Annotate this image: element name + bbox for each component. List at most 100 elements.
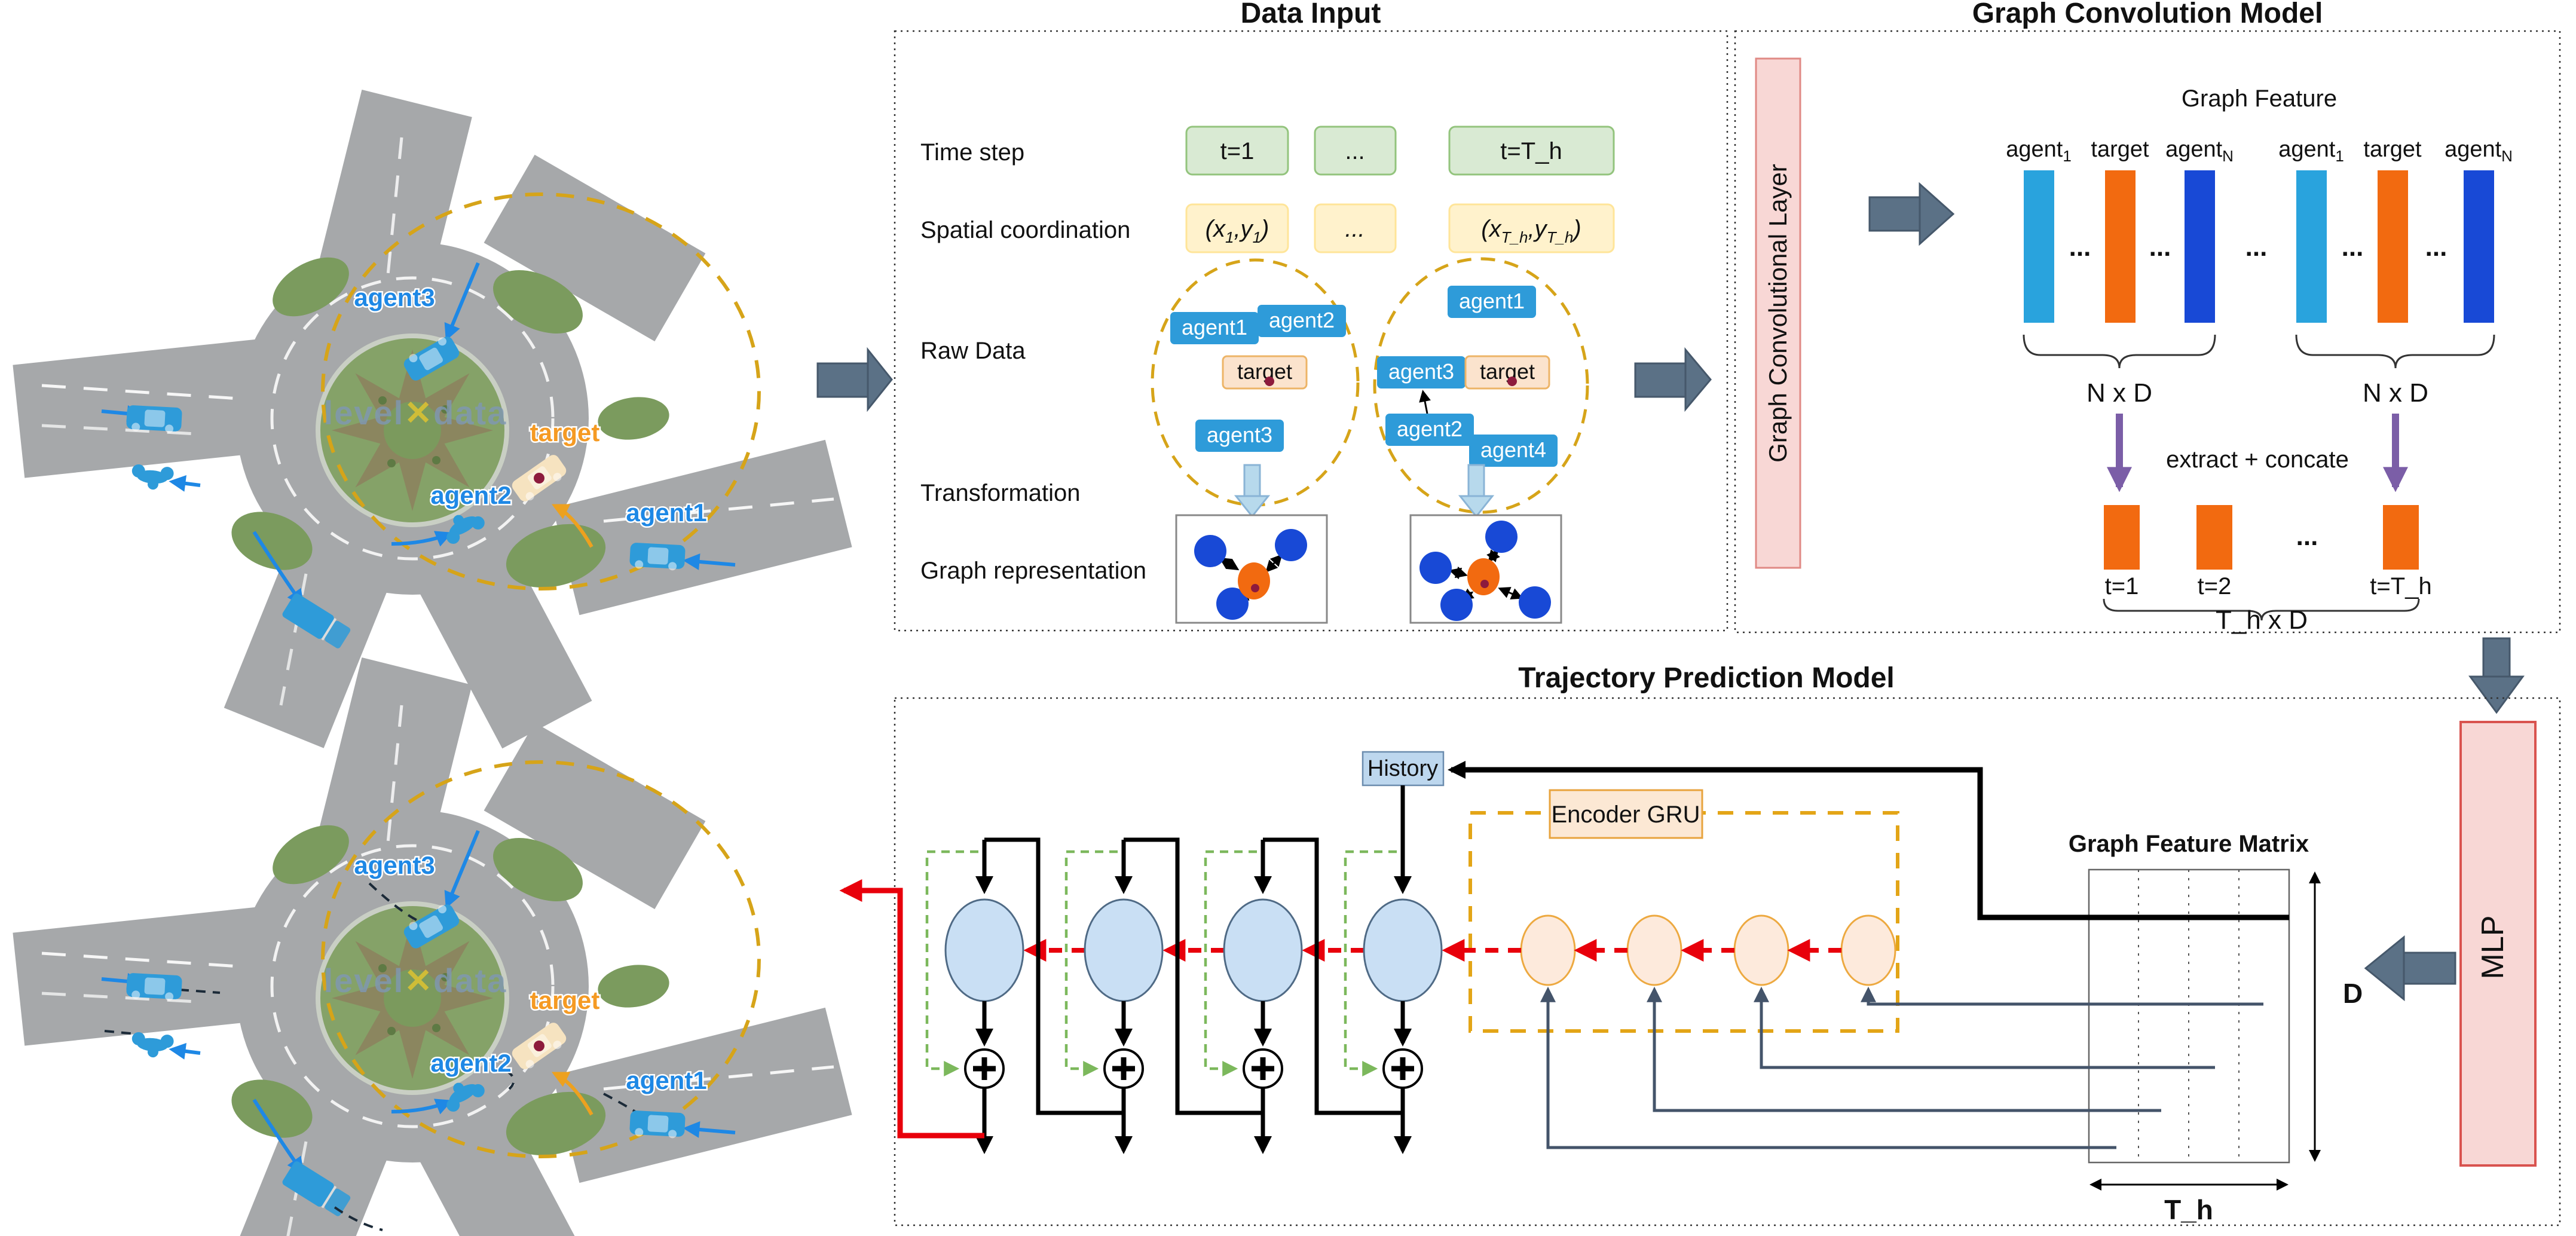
- decoder-cell-1: [1363, 898, 1443, 1002]
- prediction-output-arrow: [839, 879, 984, 1139]
- agent1-car: [629, 542, 686, 571]
- bar-dots-3: ...: [2245, 232, 2268, 262]
- decoder-cell-4: [944, 898, 1024, 1002]
- matrix-to-encoder-lines: [1540, 986, 2263, 1149]
- bar-label-agent1-b: agent1: [2278, 137, 2344, 165]
- bar-label-agentN-b: agentN: [2445, 137, 2513, 165]
- encoder-gru-box: [1549, 789, 1703, 839]
- tbar-n: [2383, 505, 2419, 570]
- time-box-t1: t=1: [1220, 138, 1255, 164]
- decoder: [925, 837, 1443, 1154]
- chip-agent3: agent3: [1207, 423, 1272, 447]
- encoder-cell-2: [1626, 914, 1682, 986]
- neighborhood-ellipse: [321, 192, 761, 591]
- tpm-title: Trajectory Prediction Model: [1518, 662, 1894, 694]
- bar-label-target: target: [2091, 137, 2149, 162]
- bar-agentN: [2185, 170, 2215, 323]
- bar-label-agent1: agent1: [2006, 137, 2072, 165]
- encoder-cell-4: [1840, 914, 1896, 986]
- extract-concate-label: extract + concate: [2166, 446, 2349, 473]
- time-box-tn: t=T_h: [1500, 138, 1562, 164]
- bar-dots-5: ...: [2425, 232, 2447, 262]
- scene-observed: level✕data agent3 target agent1 agent2: [13, 90, 852, 748]
- gcm-arrow: [1868, 182, 1955, 246]
- graph-box-t1: [1175, 514, 1328, 624]
- encoder-gru-frame: [1468, 811, 1899, 1033]
- background-motorcycle: [130, 464, 175, 491]
- chip-agent1: agent1: [1182, 315, 1247, 339]
- bar-dots-4: ...: [2342, 232, 2364, 262]
- background-car: [126, 405, 182, 434]
- neighborhood-ellipse-2: [321, 760, 761, 1158]
- target-label-pred: target: [530, 986, 600, 1014]
- chip-target-b: target: [1480, 359, 1535, 384]
- target-label: target: [530, 418, 600, 446]
- bar-label-agentN: agentN: [2165, 137, 2234, 165]
- matrix-title: Graph Feature Matrix: [2069, 831, 2309, 857]
- agent2-label-pred: agent2: [430, 1049, 511, 1077]
- chip-agent3-b: agent3: [1388, 359, 1454, 384]
- nxd-1: N x D: [2087, 378, 2152, 408]
- data-input-title: Data Input: [1241, 0, 1381, 29]
- bar-agent1: [2024, 170, 2054, 323]
- background-car-pred: [126, 972, 182, 1002]
- mlp-label: MLP: [2476, 916, 2510, 980]
- graph-box-tn: [1409, 514, 1562, 624]
- chip-agent2: agent2: [1269, 308, 1335, 332]
- watermark-2: level✕data: [324, 962, 507, 999]
- tbar-dots: ...: [2296, 522, 2318, 551]
- decoder-cell-3: [1084, 898, 1164, 1002]
- flow-arrow-scene-to-input: [816, 347, 893, 412]
- coord-box-n: (xT_h,yT_h): [1481, 216, 1581, 246]
- scene-predicted: level✕data agent3 target agent1 agent2: [13, 657, 852, 1236]
- gcm-panel: Graph Convolution Model Graph Convolutio…: [1734, 0, 2561, 635]
- row-graph-representation: Graph representation: [920, 558, 1146, 584]
- tbar-1: [2104, 505, 2140, 570]
- thd-label: T_h x D: [2216, 605, 2308, 635]
- decoder-cell-2: [1223, 898, 1303, 1002]
- row-transformation: Transformation: [920, 480, 1081, 506]
- encoder-cell-1: [1520, 914, 1576, 986]
- agent3-label-pred: agent3: [354, 851, 435, 879]
- tbar-label-2: t=2: [2198, 573, 2232, 599]
- chip-target: target: [1237, 359, 1292, 384]
- bar-target: [2105, 170, 2136, 323]
- watermark: level✕data: [324, 394, 507, 432]
- history-label: History: [1367, 756, 1438, 781]
- gcl-box: [1755, 57, 1801, 569]
- flow-arrow-mlp-to-matrix: [2364, 935, 2456, 1002]
- tbar-label-1: t=1: [2105, 573, 2139, 599]
- bar-agentN-b: [2464, 170, 2494, 323]
- row-raw-data: Raw Data: [920, 338, 1026, 364]
- flow-arrow-gcm-to-mlp: [2468, 637, 2525, 714]
- coord-box-1: (x1,y1): [1206, 216, 1269, 246]
- mlp-box: [2459, 721, 2537, 1167]
- encoder-gru-label: Encoder GRU: [1552, 801, 1700, 828]
- target-dot: [534, 473, 544, 484]
- history-feed-line: [1448, 761, 2289, 920]
- tpm-panel: Trajectory Prediction Model MLP Graph Fe…: [839, 662, 2561, 1226]
- agent1-car-pred: [629, 1110, 686, 1139]
- transform-arrow-1: [1234, 464, 1271, 518]
- bar-dots-1: ...: [2069, 232, 2091, 262]
- flow-arrow-input-to-gcm: [1634, 347, 1712, 412]
- tbar-label-n: t=T_h: [2370, 573, 2431, 599]
- background-motorcycle-pred: [130, 1032, 175, 1059]
- transform-arrow-2: [1458, 464, 1495, 518]
- bar-label-target-b: target: [2363, 137, 2422, 162]
- row-time-step: Time step: [920, 139, 1024, 166]
- gcl-label: Graph Convolutional Layer: [1764, 164, 1792, 463]
- bar-dots-2: ...: [2149, 232, 2171, 262]
- bar-agent1-b: [2296, 170, 2327, 323]
- agent1-label-pred: agent1: [626, 1066, 706, 1094]
- encoder-cell-3: [1733, 914, 1789, 986]
- raw-cluster-t1: agent1 agent2 target agent3: [1170, 305, 1346, 452]
- graph-feature-label: Graph Feature: [2182, 85, 2337, 112]
- chip-agent2-b: agent2: [1397, 417, 1463, 441]
- tbar-2: [2196, 505, 2232, 570]
- raw-cluster-tn: agent1 agent3 target agent2 agent4: [1377, 286, 1558, 467]
- data-input-panel: Data Input Time step t=1 ... t=T_h Spati…: [894, 0, 1728, 632]
- gcm-title: Graph Convolution Model: [1972, 0, 2323, 29]
